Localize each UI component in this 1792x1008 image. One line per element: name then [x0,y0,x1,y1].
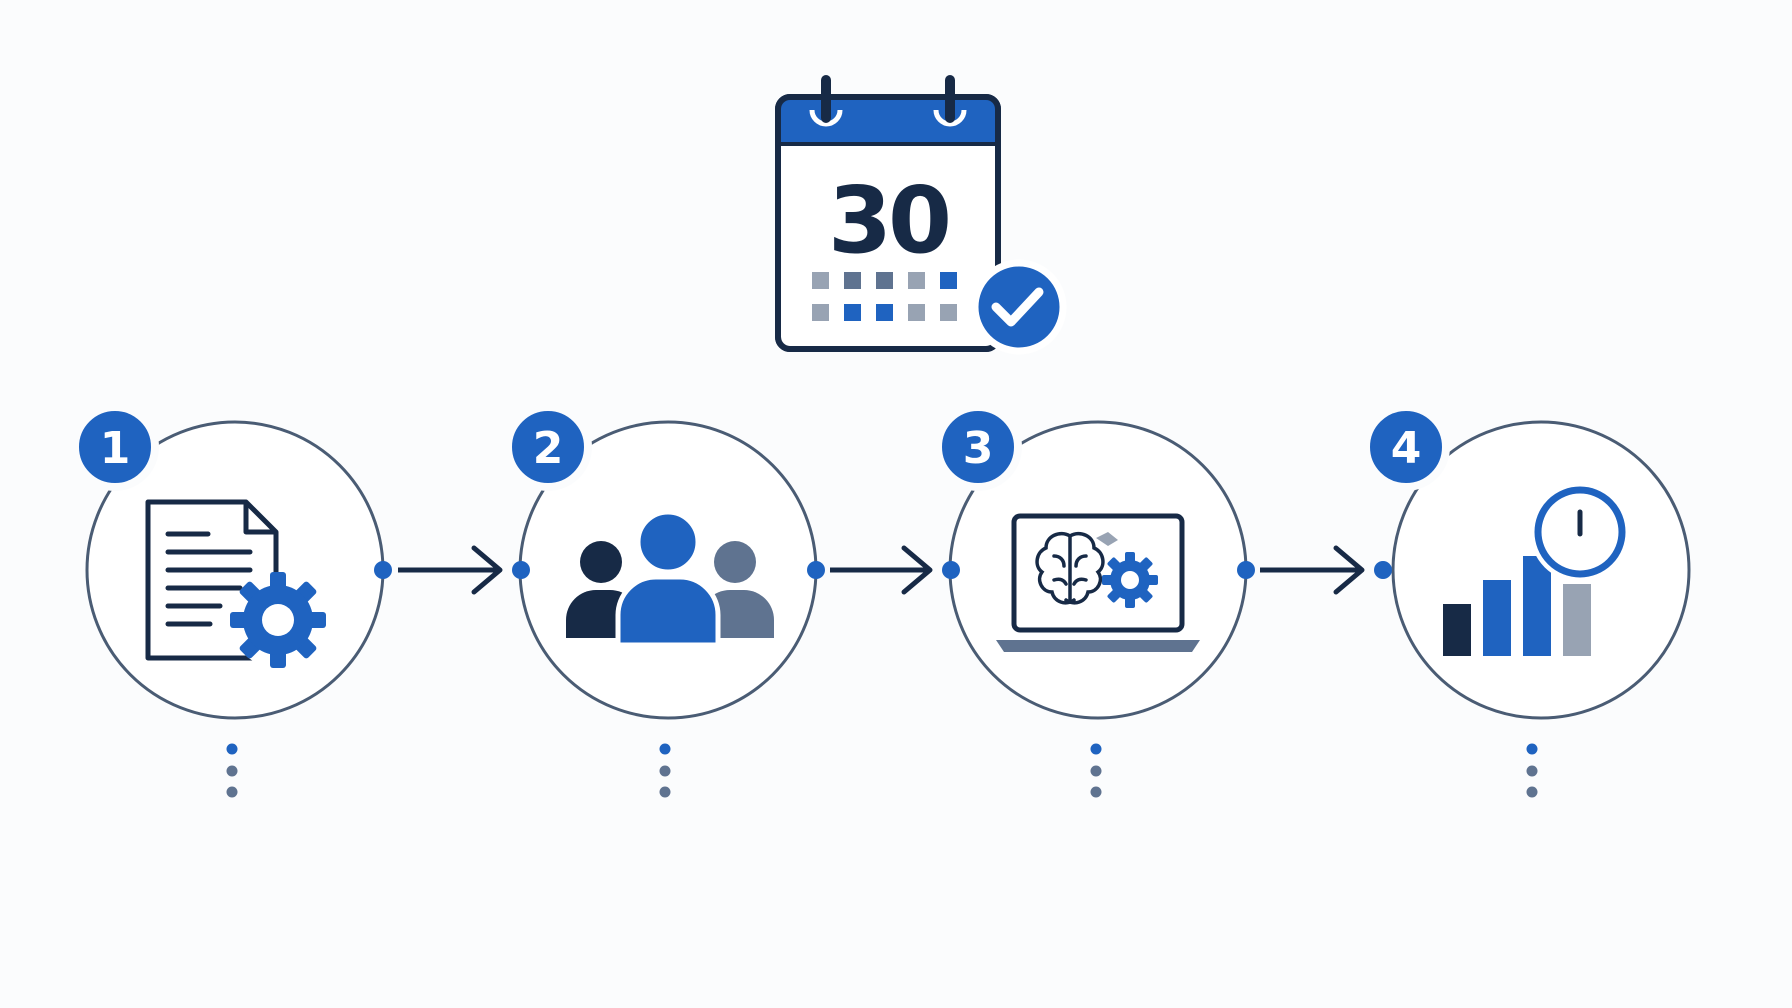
step-3: 3 [934,403,1248,720]
step-4-number: 4 [1391,423,1422,474]
bar-chart-clock-icon [1443,482,1630,656]
step-1: 1 [71,403,385,720]
calendar-ring-left [809,75,843,127]
step-2-badge [504,403,592,491]
step-2-number: 2 [533,423,564,474]
gear-icon [1102,552,1158,608]
step-1-number: 1 [100,423,131,474]
calendar-day-number: 30 [828,167,948,274]
gear-icon [230,572,326,668]
step-3-number: 3 [963,423,994,474]
step-4-badge [1362,403,1450,491]
connector-1-2 [374,545,530,595]
step-4-dots [1526,743,1538,798]
brain-icon [1035,531,1105,605]
calendar-day-grid [812,272,957,321]
calendar-icon: 30 [775,75,1067,355]
team-icon [566,509,774,648]
clock-icon [1530,482,1630,582]
step-4: 4 [1362,403,1691,720]
calendar-ring-right [933,75,967,127]
step-2-dots [659,743,671,798]
document-gear-icon [145,499,326,668]
laptop-brain-gear-icon [996,513,1200,652]
step-3-dots [1090,743,1102,798]
step-1-badge [71,403,159,491]
checkmark-icon [971,259,1067,355]
step-3-badge [934,403,1022,491]
connector-3-4 [1237,545,1392,595]
connector-2-3 [807,545,960,595]
step-2: 2 [504,403,818,720]
step-1-dots [226,743,238,798]
